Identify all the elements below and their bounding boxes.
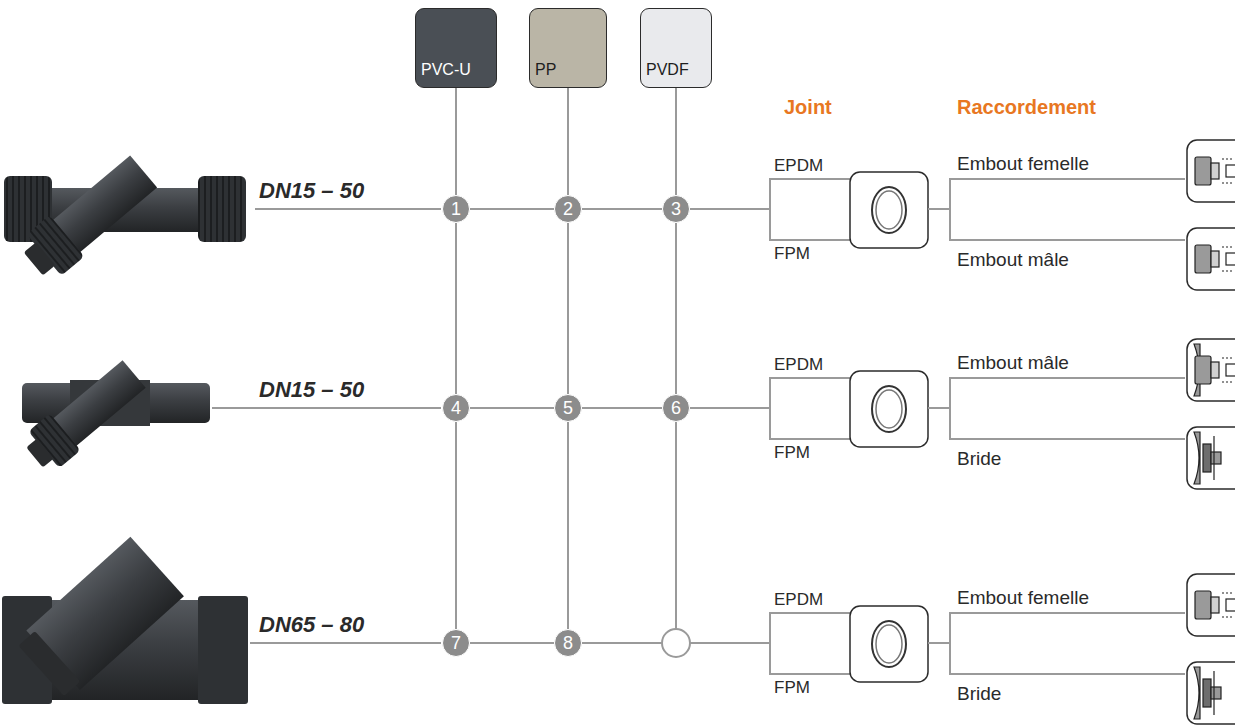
gasket-material: FPM (774, 244, 810, 264)
size-range: DN15 – 50 (257, 377, 366, 403)
callout-number: 6 (671, 398, 681, 419)
column-heading: Raccordement (957, 96, 1096, 119)
grid-line (470, 208, 554, 210)
connection-icon (1195, 245, 1235, 273)
material-box: PP (529, 8, 607, 88)
connection-type: Bride (957, 683, 1001, 705)
callout-number: 1 (451, 199, 461, 220)
row-graphics (690, 339, 1235, 489)
connection-icon (1195, 591, 1235, 619)
row-graphics (690, 140, 1235, 290)
callout-number: 8 (563, 633, 573, 654)
gasket-material: EPDM (774, 156, 823, 176)
callout-number: 3 (671, 199, 681, 220)
size-range: DN15 – 50 (257, 178, 366, 204)
grid-line (567, 422, 569, 629)
connection-type: Embout mâle (957, 249, 1069, 271)
material-name: PVC-U (421, 61, 471, 79)
grid-line (455, 422, 457, 629)
connection-icon (1194, 432, 1221, 484)
empty-circle (662, 629, 690, 657)
connection-icon (1194, 667, 1221, 719)
position-circle: 8 (554, 629, 582, 657)
connection-type: Embout femelle (957, 587, 1089, 609)
gasket-material: EPDM (774, 590, 823, 610)
grid-line (455, 223, 457, 394)
valve-large (2, 537, 248, 704)
grid-line (567, 88, 569, 195)
size-range: DN65 – 80 (257, 612, 366, 638)
connection-type: Embout femelle (957, 153, 1089, 175)
position-circle: 3 (662, 195, 690, 223)
callout-number: 4 (451, 398, 461, 419)
position-circle: 4 (442, 394, 470, 422)
material-box: PVC-U (415, 8, 497, 88)
gasket-material: FPM (774, 443, 810, 463)
callout-number: 7 (451, 633, 461, 654)
material-box: PVDF (640, 8, 712, 88)
grid-line (582, 208, 662, 210)
position-circle: 5 (554, 394, 582, 422)
connection-type: Bride (957, 448, 1001, 470)
connection-icon (1194, 344, 1235, 396)
connection-type: Embout mâle (957, 352, 1069, 374)
grid-line (470, 407, 554, 409)
grid-line (470, 642, 554, 644)
valve-spigot-ends (19, 356, 210, 476)
callout-number: 2 (563, 199, 573, 220)
material-name: PVDF (646, 61, 689, 79)
gasket-material: FPM (774, 678, 810, 698)
material-name: PP (535, 61, 556, 79)
grid-line (567, 223, 569, 394)
position-circle: 2 (554, 195, 582, 223)
row-graphics (690, 574, 1235, 724)
callout-number: 5 (563, 398, 573, 419)
column-heading: Joint (784, 96, 832, 119)
position-circle: 1 (442, 195, 470, 223)
position-circle: 7 (442, 629, 470, 657)
connection-icon (1195, 157, 1235, 185)
position-circle: 6 (662, 394, 690, 422)
gasket-material: EPDM (774, 355, 823, 375)
grid-line (455, 88, 457, 195)
bracket-lines (690, 140, 1235, 724)
valve-union-ends (4, 151, 246, 285)
grid-line (675, 223, 677, 394)
grid-line (675, 88, 677, 195)
leader-lines (212, 209, 676, 643)
grid-line (582, 407, 662, 409)
